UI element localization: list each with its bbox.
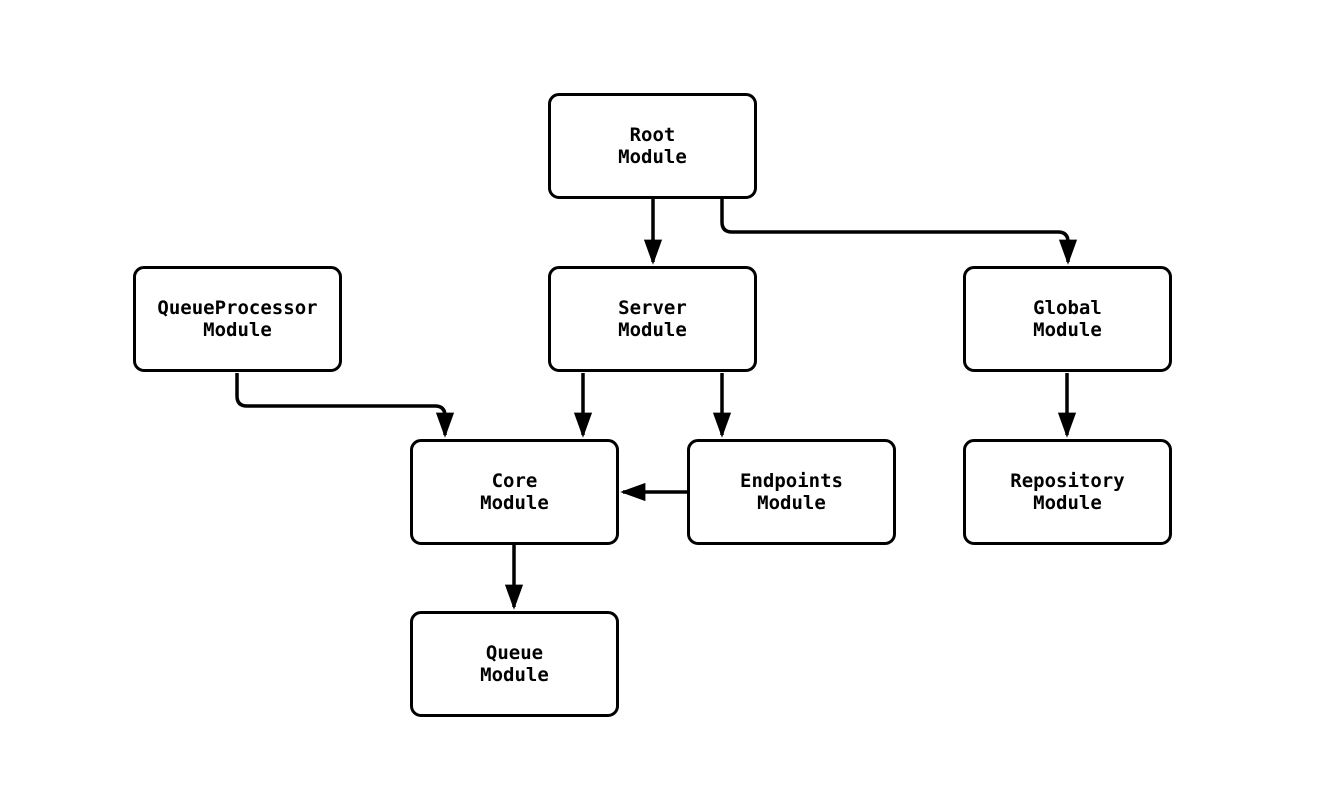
node-label: Module xyxy=(1033,319,1102,341)
node-label: Module xyxy=(480,492,549,514)
node-repository-module: Repository Module xyxy=(963,439,1172,545)
node-label: Endpoints xyxy=(740,470,843,492)
node-label: Module xyxy=(618,146,687,168)
node-label: Core xyxy=(491,470,538,492)
node-endpoints-module: Endpoints Module xyxy=(687,439,896,545)
node-label: Server xyxy=(618,297,687,319)
node-server-module: Server Module xyxy=(548,266,757,372)
node-label: Global xyxy=(1033,297,1102,319)
node-queueprocessor-module: QueueProcessor Module xyxy=(133,266,342,372)
node-label: Module xyxy=(480,664,549,686)
node-label: Module xyxy=(757,492,826,514)
edge-queueprocessor-to-core xyxy=(235,373,455,438)
node-label: Module xyxy=(618,319,687,341)
node-label: Repository xyxy=(1010,470,1125,492)
node-queue-module: Queue Module xyxy=(410,611,619,717)
node-root-module: Root Module xyxy=(548,93,757,199)
edge-root-to-global xyxy=(720,198,1078,265)
node-label: Module xyxy=(203,319,272,341)
node-label: Root xyxy=(629,124,676,146)
node-label: Queue xyxy=(485,642,544,664)
node-label: QueueProcessor xyxy=(157,297,318,319)
node-core-module: Core Module xyxy=(410,439,619,545)
node-global-module: Global Module xyxy=(963,266,1172,372)
node-label: Module xyxy=(1033,492,1102,514)
